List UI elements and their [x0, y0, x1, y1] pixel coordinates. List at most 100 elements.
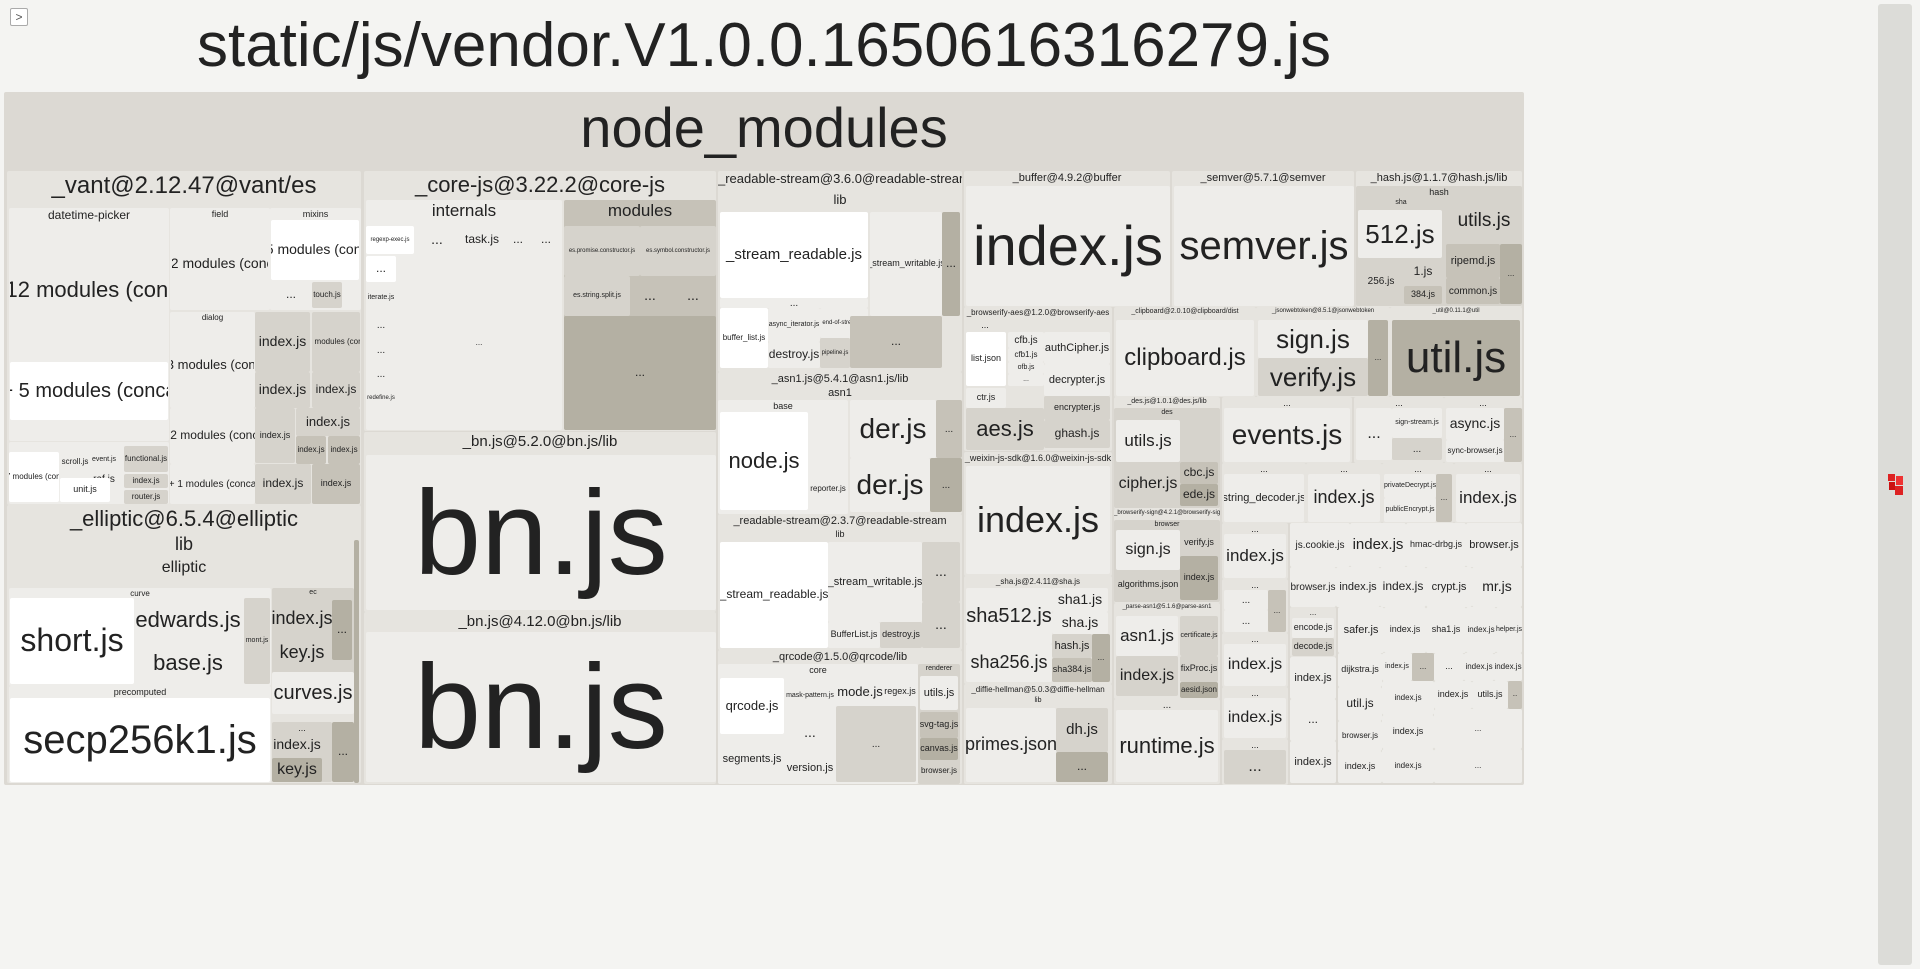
ripemd-file[interactable]: ripemd.js	[1446, 244, 1500, 278]
vant-index-j[interactable]: index.js	[124, 474, 168, 488]
misc-u-index[interactable]: index.js	[1464, 653, 1494, 681]
crypt-file[interactable]: crypt.js	[1426, 567, 1472, 607]
misc-browser[interactable]: browser.js	[1466, 523, 1522, 567]
rs360-stream-readable[interactable]: _stream_readable.js	[720, 212, 868, 298]
misc-aa-index[interactable]: index.js	[1290, 741, 1336, 783]
ec-key[interactable]: key.js	[272, 638, 332, 668]
misc-browser-2[interactable]: browser.js	[1290, 567, 1336, 607]
sha512-file[interactable]: sha512.js	[966, 588, 1052, 644]
rs360-buffer-list[interactable]: buffer_list.js	[720, 308, 768, 368]
sign-stream-file[interactable]: sign-stream.js	[1392, 408, 1442, 438]
asn1-der-b[interactable]: der.js	[850, 458, 930, 512]
internals-more-f[interactable]: ...	[366, 338, 396, 362]
rs360-more-3[interactable]: ...	[850, 316, 942, 368]
es-promise-file[interactable]: es.promise.constructor.js	[564, 226, 640, 276]
vant-index-d[interactable]: index.js	[255, 408, 295, 463]
curves-file[interactable]: curves.js	[272, 672, 354, 714]
chunk-icon[interactable]	[1886, 472, 1906, 498]
sha256-file[interactable]: sha256.js	[966, 644, 1052, 682]
jwt-more[interactable]: ...	[1368, 320, 1388, 396]
misc-y-more[interactable]: ...	[1434, 709, 1522, 749]
private-decrypt-file[interactable]: privateDecrypt.js	[1384, 474, 1436, 498]
async-iterator-file[interactable]: async_iterator.js	[768, 308, 820, 342]
iterate-file[interactable]: iterate.js	[366, 284, 396, 312]
canvas-file[interactable]: canvas.js	[920, 738, 958, 760]
vant-index-b[interactable]: index.js	[255, 372, 310, 408]
rs360-more[interactable]: ...	[942, 212, 960, 316]
misc-p-index[interactable]: index.js	[1290, 657, 1336, 699]
modules-more-a[interactable]: ...	[630, 276, 670, 316]
jwt-sign[interactable]: sign.js	[1258, 320, 1368, 358]
secp256k1-file[interactable]: secp256k1.js	[10, 698, 270, 782]
common-file[interactable]: common.js	[1446, 278, 1500, 304]
misc-o-index[interactable]: index.js	[1224, 698, 1286, 738]
misc-i-index[interactable]: index.js	[1336, 567, 1380, 607]
des-utils[interactable]: utils.js	[1116, 420, 1180, 462]
redefine-file[interactable]: redefine.js	[366, 386, 396, 410]
ec-more[interactable]: ...	[332, 600, 352, 660]
dialog-index[interactable]: index.js + 3 modules (concatenated)	[171, 324, 254, 406]
misc-p-more[interactable]: ...	[1290, 699, 1336, 741]
runtime-file[interactable]: runtime.js	[1116, 710, 1218, 782]
base-file[interactable]: base.js	[134, 642, 242, 684]
datetime-picker-index[interactable]: index.js + 12 modules (concatenated)	[10, 224, 168, 356]
misc-v-index[interactable]: index.js	[1494, 653, 1522, 681]
bsign-index[interactable]: index.js	[1180, 556, 1218, 600]
misc-t-more[interactable]: ...	[1434, 653, 1464, 681]
weixin-index[interactable]: index.js	[966, 466, 1110, 574]
primes-file[interactable]: primes.json	[966, 708, 1056, 782]
svg-tag-file[interactable]: svg-tag.js	[920, 712, 958, 738]
ofb-file[interactable]: ofb.js	[1008, 362, 1044, 374]
misc-n-index[interactable]: index.js	[1466, 607, 1496, 653]
asn1-more-b[interactable]: ...	[930, 458, 962, 512]
misc-h-more-c[interactable]: ...	[1268, 590, 1286, 632]
des-cipher[interactable]: cipher.js	[1116, 462, 1180, 506]
bsign-verify[interactable]: verify.js	[1180, 530, 1218, 556]
ec-index[interactable]: index.js	[272, 600, 332, 638]
qrcode-file[interactable]: qrcode.js	[720, 678, 784, 734]
misc-c-index[interactable]: index.js	[1308, 474, 1380, 522]
ec-index-2[interactable]: index.js	[272, 732, 322, 758]
renderer-utils[interactable]: utils.js	[920, 676, 958, 710]
internals-more-c[interactable]: ...	[532, 226, 560, 254]
version-file[interactable]: version.js	[784, 754, 836, 782]
misc-sha1[interactable]: sha1.js	[1426, 607, 1466, 653]
aes-file[interactable]: aes.js	[966, 408, 1044, 450]
ede-file[interactable]: ede.js	[1180, 484, 1218, 506]
asn1-reporter[interactable]: reporter.js	[808, 468, 848, 510]
cbc-file[interactable]: cbc.js	[1180, 462, 1218, 484]
misc-ac-index[interactable]: index.js	[1382, 749, 1434, 783]
rs237-stream-readable[interactable]: _stream_readable.js	[720, 542, 828, 648]
mixins-index[interactable]: index.js + 5 modules (concatenated)	[271, 220, 359, 280]
misc-h-more-a[interactable]: ...	[1224, 590, 1268, 610]
encrypter-file[interactable]: encrypter.js	[1044, 396, 1110, 420]
bn-520-file[interactable]: bn.js	[366, 455, 716, 610]
mode-file[interactable]: mode.js	[836, 678, 884, 706]
rs237-more-b[interactable]: ...	[922, 602, 960, 648]
ghash-file[interactable]: ghash.js	[1044, 420, 1110, 448]
rs360-destroy[interactable]: destroy.js	[768, 342, 820, 368]
functional-file[interactable]: functional.js	[124, 446, 168, 472]
sha-file[interactable]: sha.js	[1052, 612, 1108, 634]
sync-browser-file[interactable]: sync-browser.js	[1446, 440, 1504, 462]
misc-browser-3[interactable]: browser.js	[1338, 721, 1382, 751]
internals-more-d[interactable]: ...	[366, 256, 396, 282]
misc-a-more-2[interactable]: ...	[1392, 438, 1442, 460]
sha-more[interactable]: ...	[1092, 634, 1110, 682]
vant-index-i[interactable]: index.js	[312, 464, 360, 504]
asn1-der-a[interactable]: der.js	[850, 400, 936, 458]
dh-more[interactable]: ...	[1056, 752, 1108, 782]
regexp-exec-file[interactable]: regexp-exec.js	[366, 226, 414, 254]
misc-util[interactable]: util.js	[1338, 687, 1382, 721]
segments-file[interactable]: segments.js	[720, 736, 784, 782]
encode-file[interactable]: encode.js	[1292, 618, 1334, 638]
aesid-file[interactable]: aesid.json	[1180, 682, 1218, 698]
elliptic-tail[interactable]	[354, 540, 359, 783]
asn1-buffer[interactable]	[808, 412, 848, 468]
hmac-drbg-file[interactable]: hmac-drbg.js	[1406, 523, 1466, 567]
cfb-file[interactable]: cfb.js	[1008, 332, 1044, 348]
vant-index-f[interactable]: index.js	[296, 436, 326, 464]
cfb1-file[interactable]: cfb1.js	[1008, 348, 1044, 362]
sidebar-toggle-button[interactable]: >	[10, 8, 28, 26]
